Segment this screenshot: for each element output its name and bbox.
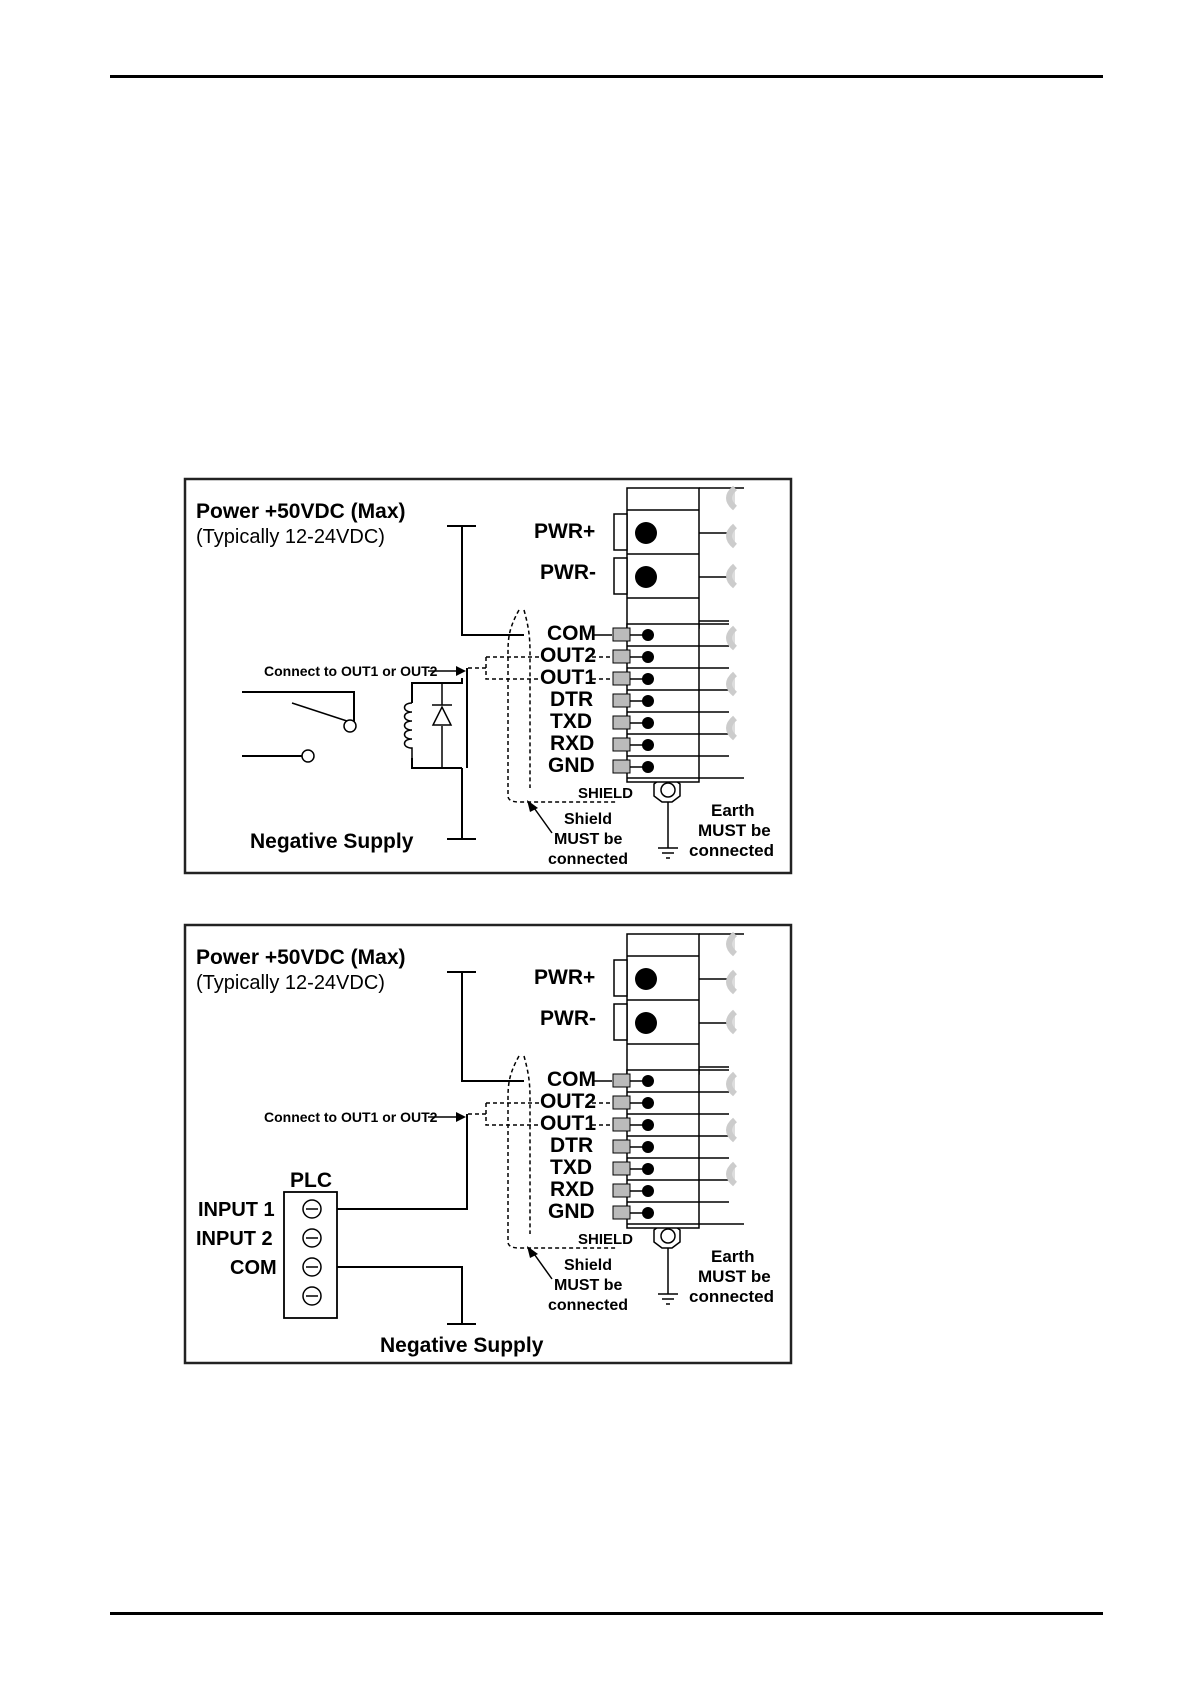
out-leads — [592, 1102, 612, 1126]
terminal-label-com: COM — [547, 622, 596, 645]
shield-note-arrowhead — [527, 1246, 538, 1258]
terminal-label-out2: OUT2 — [540, 1090, 596, 1113]
power-label: Power +50VDC (Max) — [196, 500, 406, 523]
terminal-label-txd: TXD — [550, 710, 592, 733]
shield-wire-inner — [523, 1055, 531, 1234]
terminal-label-out1: OUT1 — [540, 666, 596, 689]
shield-wire-inner — [523, 609, 531, 788]
relay-coil-icon — [403, 678, 463, 769]
pwr-minus-terminal-icon — [635, 1012, 657, 1034]
terminal-label-out1: OUT1 — [540, 1112, 596, 1135]
earth-note-line2: MUST be — [698, 1267, 771, 1286]
earth-ground-icon — [653, 777, 681, 859]
shield-note-line2: MUST be — [554, 831, 623, 848]
pwr-plus-terminal-icon — [635, 522, 657, 544]
power-typical: (Typically 12-24VDC) — [196, 526, 385, 548]
terminal-label-gnd: GND — [548, 754, 595, 777]
pwr-plus-label: PWR+ — [534, 520, 595, 543]
pwr-plus-label: PWR+ — [534, 966, 595, 989]
shield-note-arrowhead — [527, 800, 538, 812]
signal-labels: COM OUT2 OUT1 DTR TXD RXD GND — [540, 1068, 596, 1223]
terminal-label-dtr: DTR — [550, 688, 593, 711]
connect-arrowhead — [456, 666, 466, 676]
earth-note-line3: connected — [689, 1287, 774, 1306]
connect-note: Connect to OUT1 or OUT2 — [264, 663, 438, 679]
terminal-label-out2: OUT2 — [540, 644, 596, 667]
terminal-block — [613, 485, 744, 783]
plc-input-2-label: INPUT 2 — [196, 1228, 273, 1250]
shield-wire — [507, 609, 616, 803]
out-leads — [592, 656, 612, 680]
earth-note-line1: Earth — [711, 1247, 754, 1266]
signal-labels: COM OUT2 OUT1 DTR TXD RXD GND — [540, 622, 596, 777]
terminal-label-gnd: GND — [548, 1200, 595, 1223]
plc-com-label: COM — [230, 1257, 277, 1279]
power-wire — [447, 971, 524, 1082]
negative-supply-label: Negative Supply — [250, 830, 414, 853]
terminal-label-com: COM — [547, 1068, 596, 1091]
earth-note-line2: MUST be — [698, 821, 771, 840]
pwr-plus-terminal-icon — [635, 968, 657, 990]
signal-terminal-screws — [612, 627, 654, 774]
pwr-minus-terminal-icon — [635, 566, 657, 588]
shield-label: SHIELD — [578, 1231, 633, 1248]
output-select-bracket — [467, 1102, 540, 1126]
negative-supply-label: Negative Supply — [380, 1334, 544, 1357]
plc-wiring-diagram: Power +50VDC (Max) (Typically 12-24VDC) … — [183, 923, 793, 1365]
header-rule — [110, 75, 1103, 78]
power-label: Power +50VDC (Max) — [196, 946, 406, 969]
plc-input-1-label: INPUT 1 — [198, 1199, 275, 1221]
shield-note-line1: Shield — [564, 1257, 612, 1274]
relay-wiring-diagram: Power +50VDC (Max) (Typically 12-24VDC) … — [183, 477, 793, 875]
earth-note-line3: connected — [689, 841, 774, 860]
plc-wiring-svg: Power +50VDC (Max) (Typically 12-24VDC) … — [183, 923, 793, 1365]
plc-title: PLC — [290, 1169, 332, 1192]
power-wire — [447, 525, 524, 636]
shield-note-line2: MUST be — [554, 1277, 623, 1294]
output-select-bracket — [467, 656, 540, 680]
terminal-label-rxd: RXD — [550, 732, 594, 755]
shield-note-arrow — [531, 804, 553, 834]
shield-note-line3: connected — [548, 851, 628, 868]
shield-label: SHIELD — [578, 785, 633, 802]
pwr-minus-label: PWR- — [540, 1007, 596, 1030]
terminal-label-rxd: RXD — [550, 1178, 594, 1201]
signal-terminal-screws — [612, 1073, 654, 1220]
negative-wire — [312, 1266, 476, 1325]
negative-wire — [447, 768, 476, 840]
earth-note-line1: Earth — [711, 801, 754, 820]
power-typical: (Typically 12-24VDC) — [196, 972, 385, 994]
pwr-minus-label: PWR- — [540, 561, 596, 584]
shield-wire — [507, 1055, 616, 1249]
terminal-block — [613, 931, 744, 1229]
shield-note-line1: Shield — [564, 811, 612, 828]
relay-wiring-svg: Power +50VDC (Max) (Typically 12-24VDC) … — [183, 477, 793, 875]
shield-note-arrow — [531, 1250, 553, 1280]
plc-block — [283, 1191, 338, 1319]
earth-ground-icon — [653, 1223, 681, 1305]
connect-note: Connect to OUT1 or OUT2 — [264, 1109, 438, 1125]
terminal-label-txd: TXD — [550, 1156, 592, 1179]
shield-note-line3: connected — [548, 1297, 628, 1314]
relay-switch-icon — [242, 691, 357, 763]
output-to-plc-wire — [312, 1114, 468, 1210]
footer-rule — [110, 1612, 1103, 1615]
terminal-label-dtr: DTR — [550, 1134, 593, 1157]
connect-arrowhead — [456, 1112, 466, 1122]
